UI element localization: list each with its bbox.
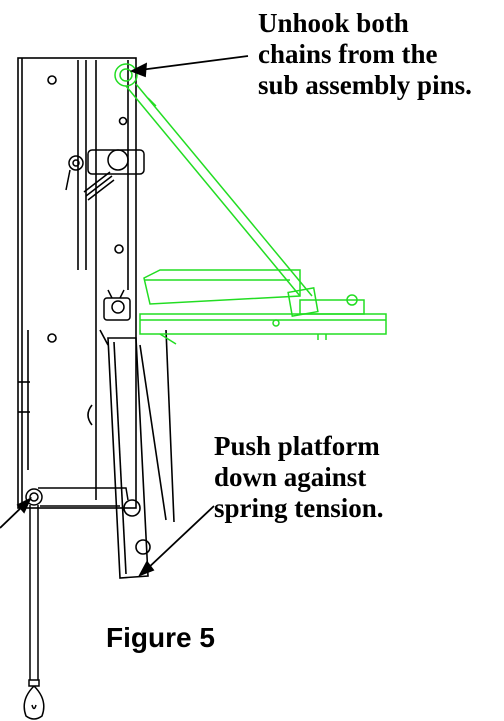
chain-assembly <box>23 487 129 720</box>
callout-mid-line-2: down against <box>214 462 367 492</box>
callout-top-line-3: sub assembly pins. <box>258 70 472 100</box>
platform-lowered <box>99 329 175 579</box>
callout-unhook-chains: Unhook both chains from the sub assembly… <box>258 8 472 101</box>
callout-push-platform: Push platform down against spring tensio… <box>214 431 384 524</box>
callout-arrows <box>0 55 249 577</box>
callout-mid-line-3: spring tension. <box>214 493 384 523</box>
callout-mid-line-1: Push platform <box>214 431 380 461</box>
platform-hinge <box>103 289 131 321</box>
figure-caption: Figure 5 <box>106 622 215 653</box>
raised-platform-highlight <box>114 63 387 345</box>
spring-bracket <box>65 149 145 201</box>
upright-frame <box>17 57 137 509</box>
callout-top-line-1: Unhook both <box>258 8 409 38</box>
callout-top-line-2: chains from the <box>258 39 438 69</box>
